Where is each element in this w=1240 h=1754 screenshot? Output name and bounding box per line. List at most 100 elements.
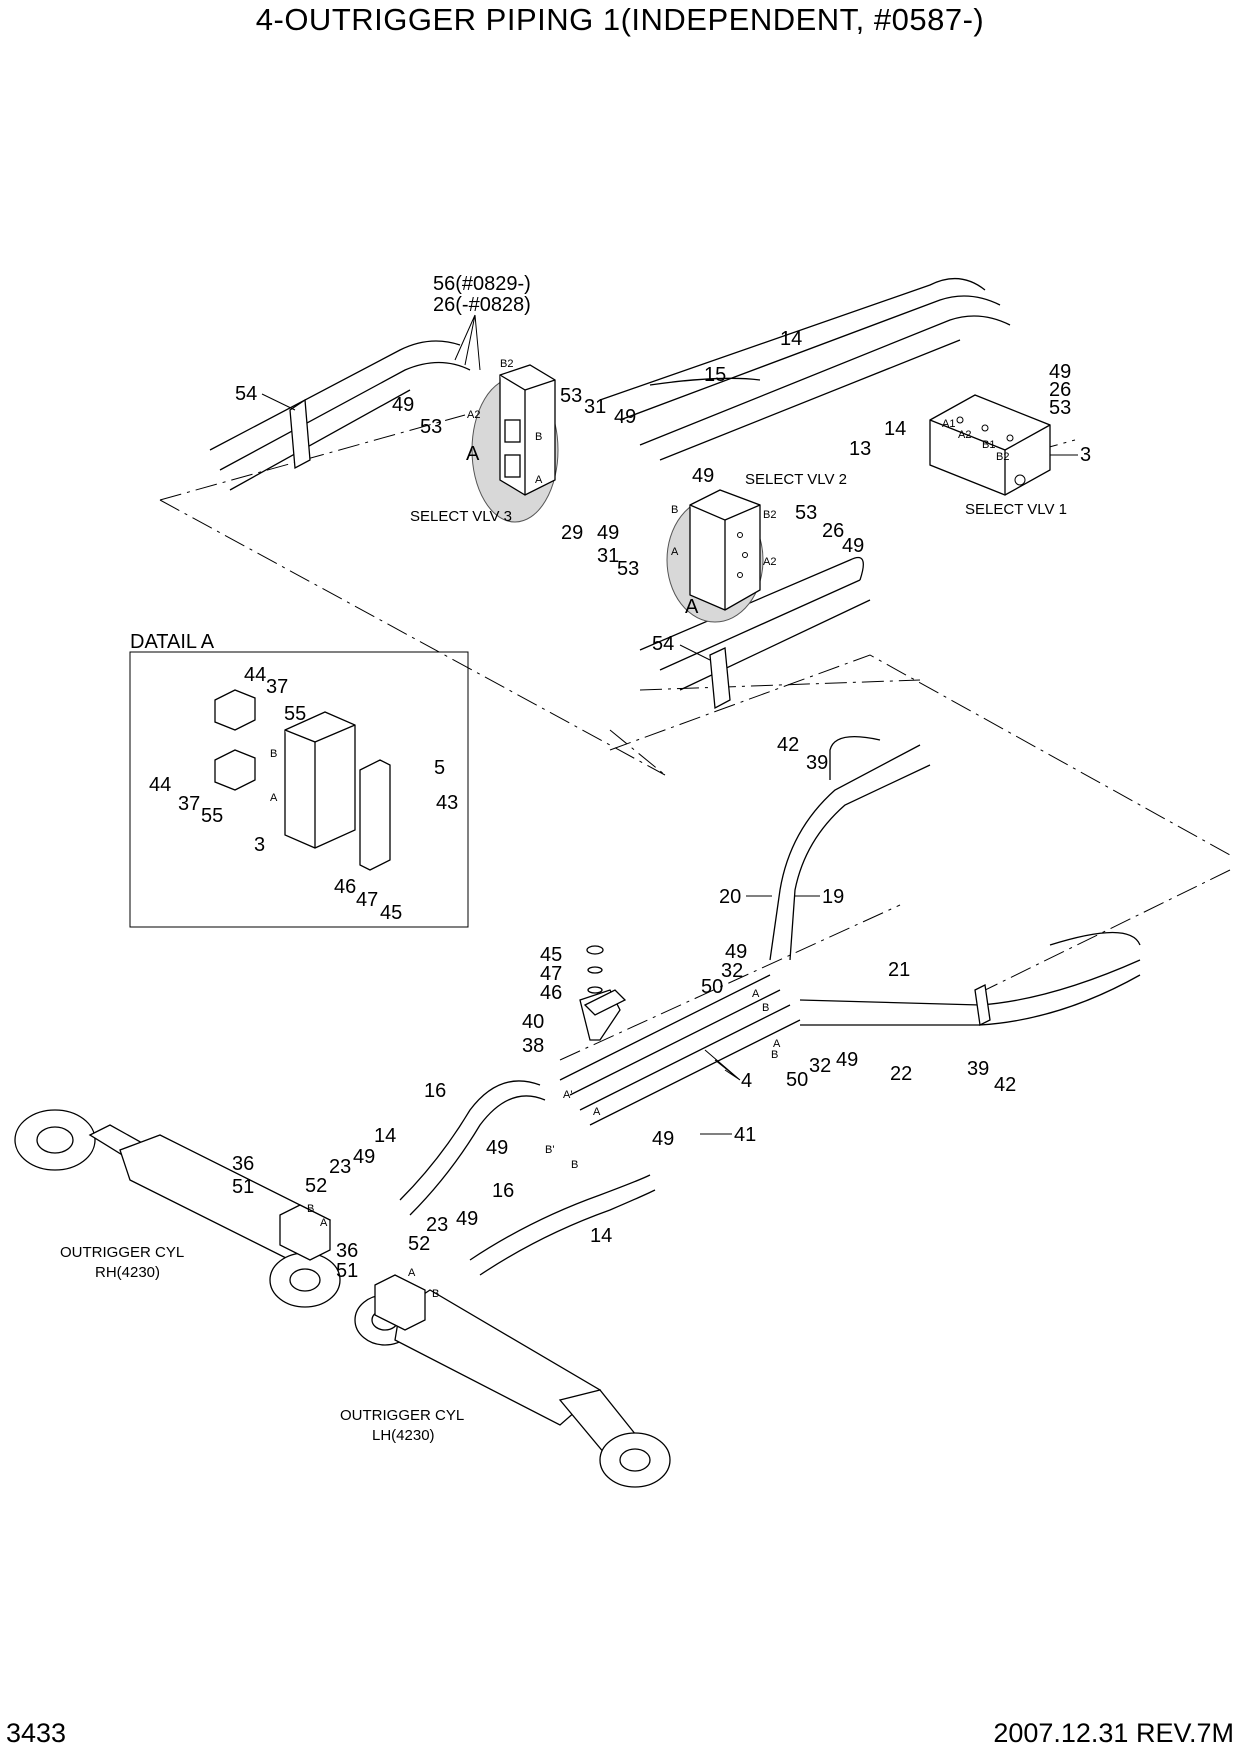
callout: 56(#0829-) bbox=[433, 273, 531, 295]
callout: 31 bbox=[584, 396, 606, 418]
callout: 50 bbox=[786, 1069, 808, 1091]
callout: A bbox=[685, 596, 699, 618]
callout: 40 bbox=[522, 1011, 544, 1033]
callout: 49 bbox=[486, 1137, 508, 1159]
callout: 44 bbox=[244, 664, 266, 686]
callout: 49 bbox=[725, 941, 747, 963]
caption-select-vlv-1: SELECT VLV 1 bbox=[965, 501, 1067, 518]
callout: 3 bbox=[1080, 444, 1091, 466]
callouts: 56(#0829-) 26(-#0828) 54 49 53 53 31 49 … bbox=[149, 273, 1091, 1282]
port-label: A bbox=[773, 1038, 781, 1050]
callout: 5 bbox=[434, 757, 445, 779]
port-label: B bbox=[432, 1288, 439, 1300]
callout: 50 bbox=[701, 976, 723, 998]
callout: 23 bbox=[426, 1214, 448, 1236]
callout: 22 bbox=[890, 1063, 912, 1085]
callout: 53 bbox=[1049, 397, 1071, 419]
outrigger-cylinder-lh bbox=[354, 1274, 671, 1488]
callout: 14 bbox=[374, 1125, 396, 1147]
clamps-and-fittings bbox=[289, 398, 991, 1026]
port-label: B bbox=[671, 504, 678, 516]
port-label: A bbox=[320, 1217, 328, 1229]
callout: 49 bbox=[1049, 361, 1071, 383]
callout: 15 bbox=[704, 364, 726, 386]
port-label: B2 bbox=[996, 451, 1009, 463]
callout: 49 bbox=[614, 406, 636, 428]
callout: 23 bbox=[329, 1156, 351, 1178]
callout: A bbox=[466, 443, 480, 465]
callout: 42 bbox=[994, 1074, 1016, 1096]
callout: 49 bbox=[597, 522, 619, 544]
port-label: A1 bbox=[942, 418, 955, 430]
callout: 32 bbox=[721, 960, 743, 982]
page-title: 4-OUTRIGGER PIPING 1(INDEPENDENT, #0587-… bbox=[255, 2, 985, 37]
callout: 16 bbox=[492, 1180, 514, 1202]
port-label: A bbox=[408, 1267, 416, 1279]
callout: 37 bbox=[178, 793, 200, 815]
callout: 36 bbox=[336, 1240, 358, 1262]
port-label: B1 bbox=[982, 439, 995, 451]
upper-hoses bbox=[209, 278, 1011, 691]
caption-cyl-rh-line2: RH(4230) bbox=[95, 1264, 160, 1281]
callout: 49 bbox=[353, 1146, 375, 1168]
callout: 41 bbox=[734, 1124, 756, 1146]
callout: 44 bbox=[149, 774, 171, 796]
revision-date: 2007.12.31 REV.7M bbox=[993, 1718, 1234, 1748]
callout: 26 bbox=[822, 520, 844, 542]
page-number: 3433 bbox=[6, 1718, 67, 1748]
caption-detail-a: DATAIL A bbox=[130, 631, 215, 653]
port-label: A2 bbox=[958, 429, 971, 441]
callout: 13 bbox=[849, 438, 871, 460]
port-label: A' bbox=[563, 1089, 572, 1101]
port-label: A bbox=[593, 1106, 601, 1118]
callout: 53 bbox=[617, 558, 639, 580]
select-valve-1 bbox=[929, 394, 1051, 496]
port-label: A bbox=[270, 792, 278, 804]
callout: 37 bbox=[266, 676, 288, 698]
callout: 47 bbox=[356, 889, 378, 911]
port-label: A2 bbox=[763, 556, 776, 568]
port-label: B bbox=[307, 1203, 314, 1215]
callout: 51 bbox=[232, 1176, 254, 1198]
callout: 51 bbox=[336, 1260, 358, 1282]
caption-cyl-lh-line1: OUTRIGGER CYL bbox=[340, 1407, 464, 1424]
callout: 52 bbox=[305, 1175, 327, 1197]
callout: 36 bbox=[232, 1153, 254, 1175]
callout: 55 bbox=[201, 805, 223, 827]
callout: 14 bbox=[780, 328, 802, 350]
caption-cyl-lh-line2: LH(4230) bbox=[372, 1427, 435, 1444]
callout: 54 bbox=[235, 383, 257, 405]
port-label: A2 bbox=[467, 409, 480, 421]
port-label: B2 bbox=[763, 509, 776, 521]
callout: 53 bbox=[795, 502, 817, 524]
callout: 53 bbox=[420, 416, 442, 438]
select-valve-3 bbox=[471, 364, 559, 523]
callout: 39 bbox=[967, 1058, 989, 1080]
callout: 20 bbox=[719, 886, 741, 908]
callout: 21 bbox=[888, 959, 910, 981]
callout: 14 bbox=[884, 418, 906, 440]
callout: 42 bbox=[777, 734, 799, 756]
callout: 4 bbox=[741, 1070, 752, 1092]
port-label: A bbox=[671, 546, 679, 558]
callout: 52 bbox=[408, 1233, 430, 1255]
caption-cyl-rh-line1: OUTRIGGER CYL bbox=[60, 1244, 184, 1261]
port-label: B bbox=[535, 431, 542, 443]
callout: 49 bbox=[692, 465, 714, 487]
port-label: B' bbox=[545, 1144, 554, 1156]
callout: 16 bbox=[424, 1080, 446, 1102]
outrigger-cylinder-rh bbox=[14, 1109, 341, 1308]
callout: 47 bbox=[540, 963, 562, 985]
port-label: A bbox=[535, 474, 543, 486]
port-label: A bbox=[752, 988, 760, 1000]
port-label: B bbox=[762, 1002, 769, 1014]
callout: 43 bbox=[436, 792, 458, 814]
select-valve-2 bbox=[666, 489, 764, 623]
callout: 49 bbox=[392, 394, 414, 416]
callout: 49 bbox=[652, 1128, 674, 1150]
callout: 53 bbox=[560, 385, 582, 407]
port-label: B2 bbox=[500, 358, 513, 370]
callout: 26 bbox=[1049, 379, 1071, 401]
port-label: B bbox=[771, 1049, 778, 1061]
